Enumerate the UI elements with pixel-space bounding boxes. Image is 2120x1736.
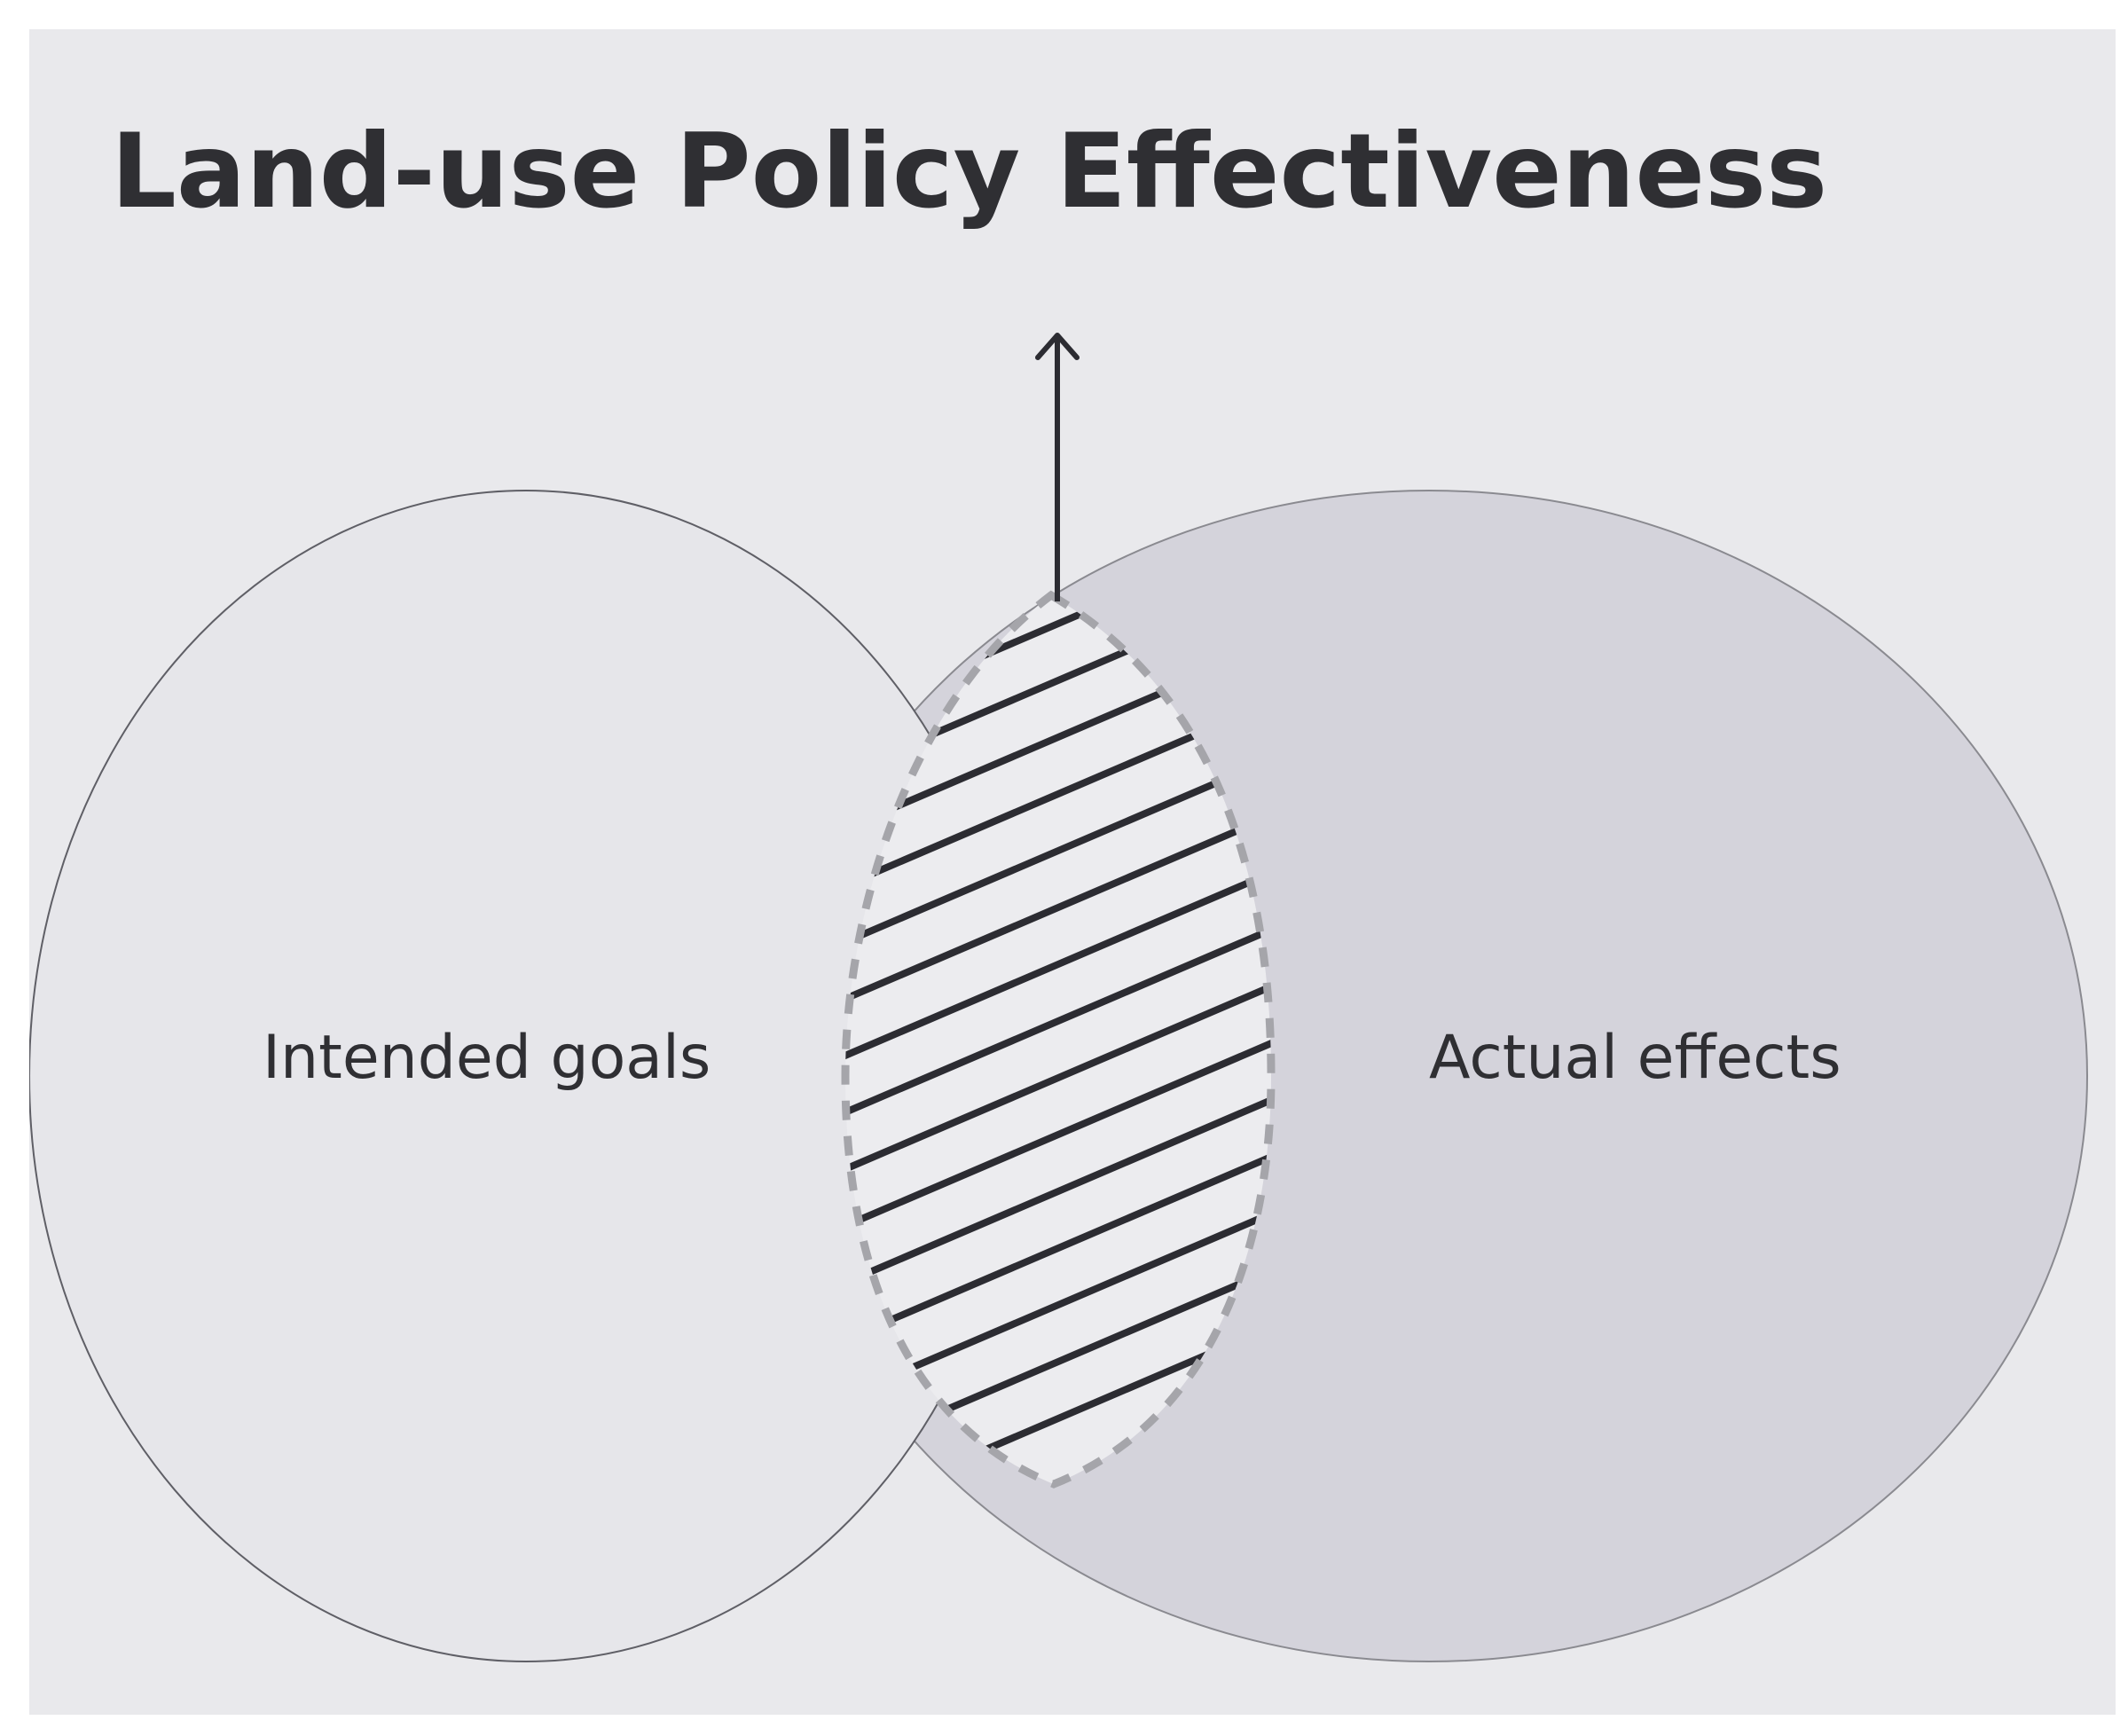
hatch-line xyxy=(845,797,1271,1017)
intended-goals-label: Intended goals xyxy=(263,1023,711,1093)
hatch-line xyxy=(845,1081,1271,1301)
hatch-line xyxy=(845,854,1271,1074)
actual-effects-label: Actual effects xyxy=(1429,1023,1841,1093)
hatch-line xyxy=(845,911,1271,1131)
venn-diagram: Land-use Policy Effectiveness Intended g… xyxy=(29,29,2116,1715)
up-arrow-icon xyxy=(1035,333,1080,601)
overlap-dashed-outline xyxy=(841,590,1276,1489)
diagram-title: Land-use Policy Effectiveness xyxy=(111,112,1827,232)
hatch-line xyxy=(845,968,1271,1188)
diagram-canvas: Land-use Policy Effectiveness Intended g… xyxy=(29,29,2116,1715)
hatch-line xyxy=(845,1025,1271,1245)
